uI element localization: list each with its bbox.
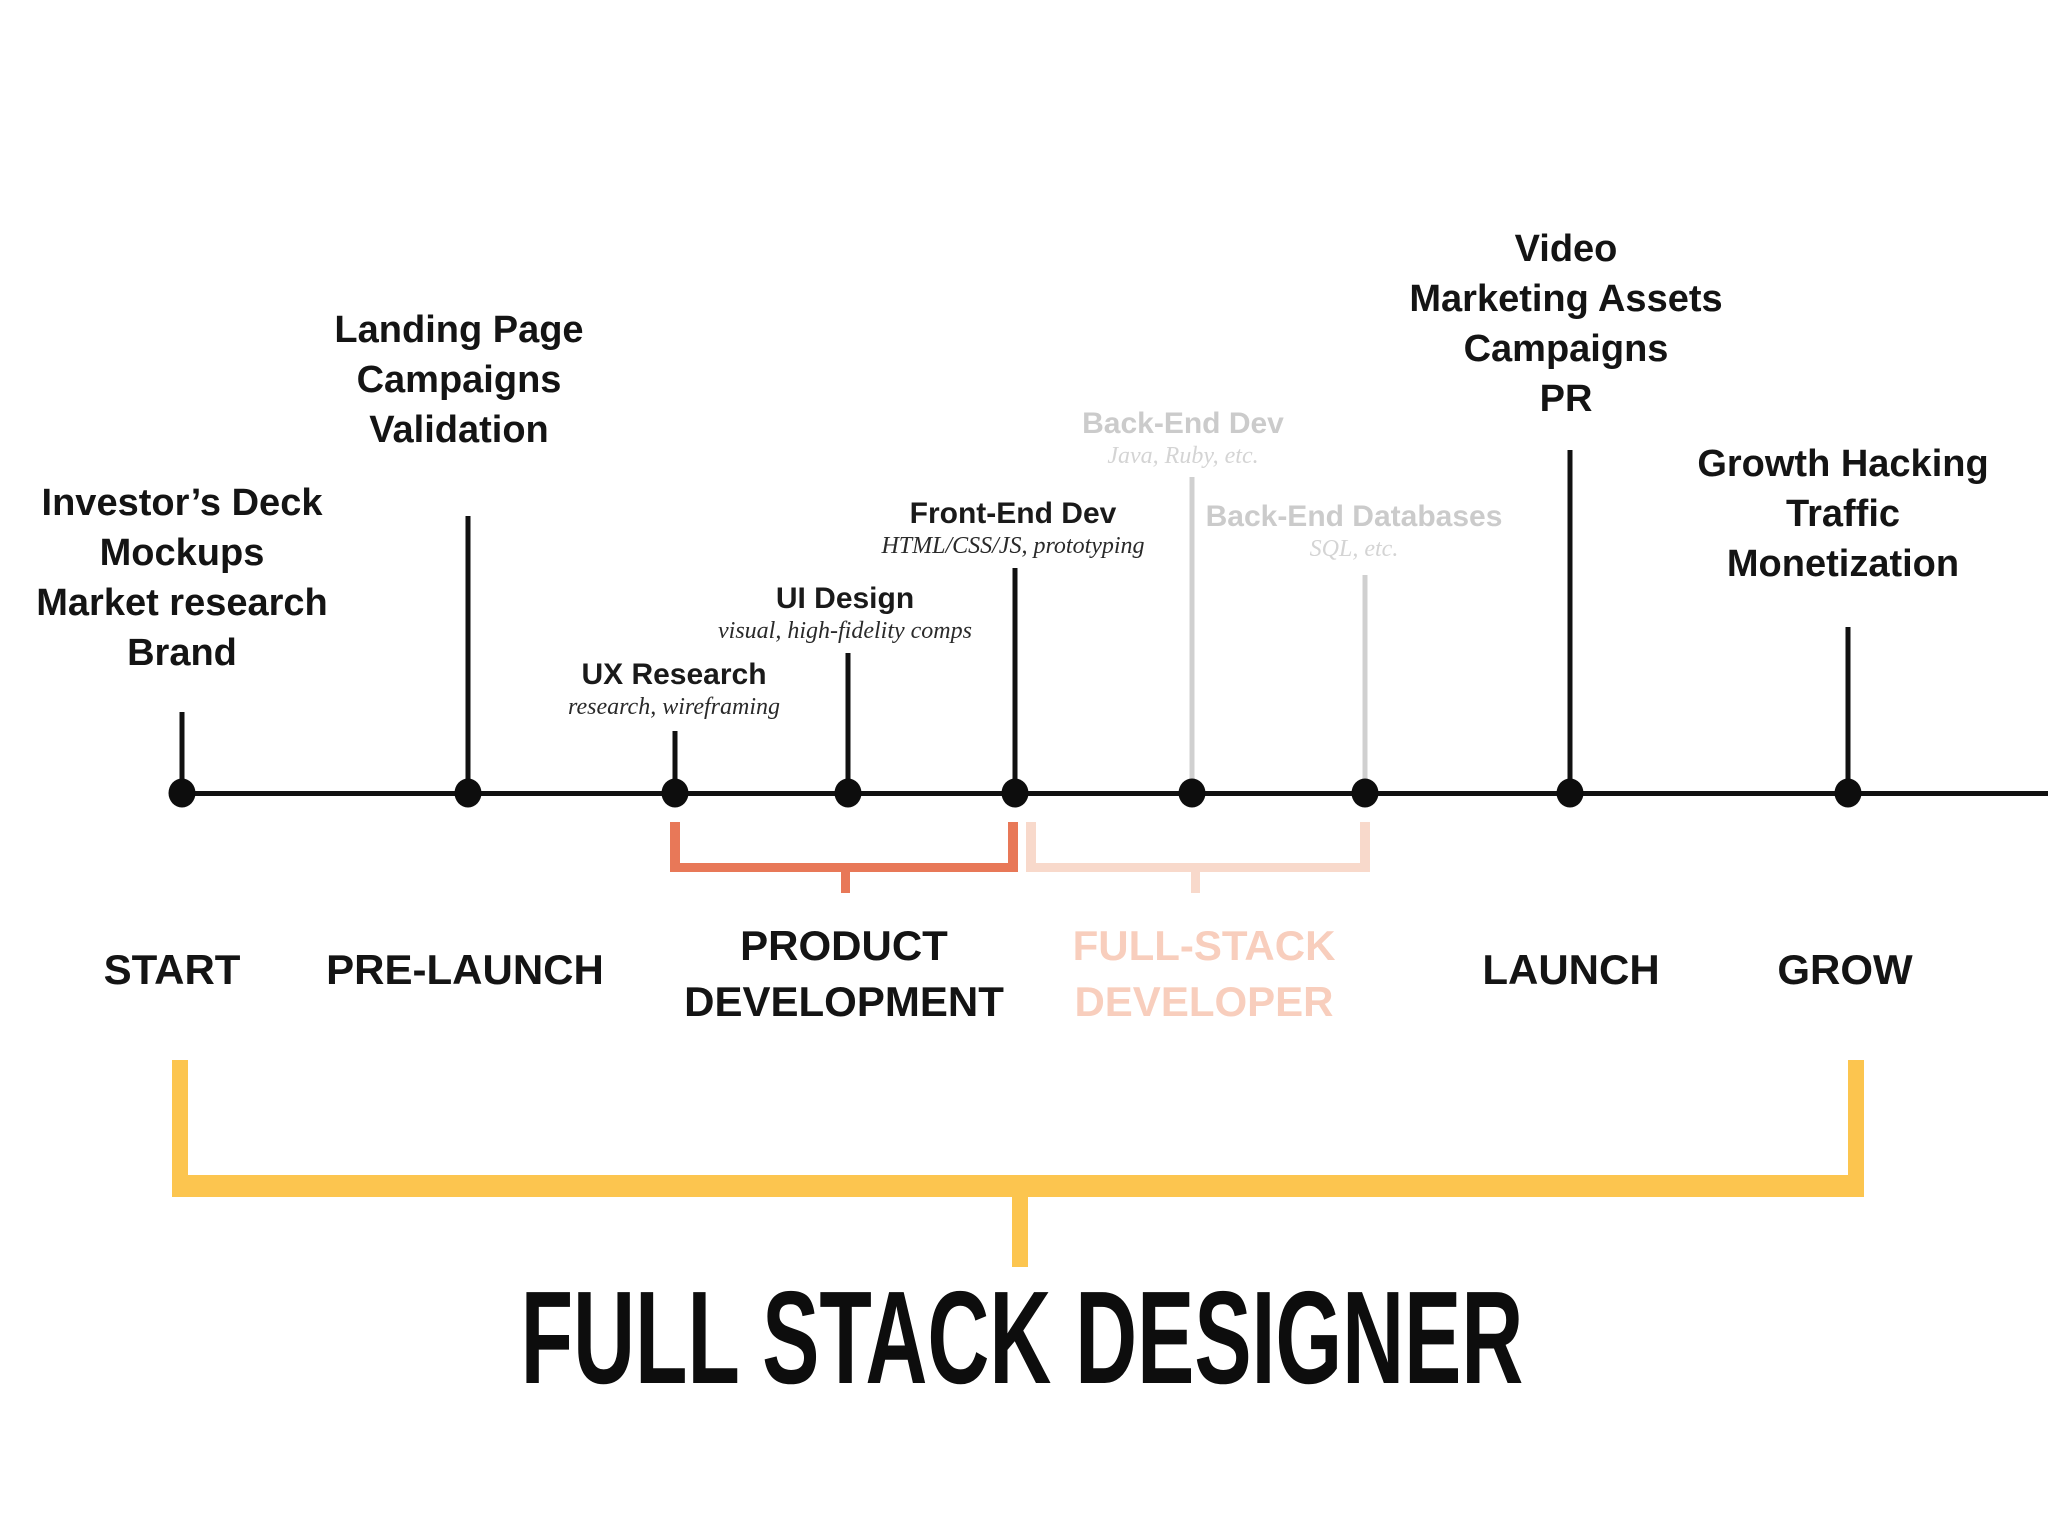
- bracket-bar: [172, 1175, 1864, 1197]
- task-title: UX Research: [581, 658, 767, 691]
- main-title: FULL STACK DESIGNER: [520, 1264, 1524, 1411]
- phase-label-grow: GROW: [1777, 946, 1913, 993]
- note-line: Brand: [127, 632, 237, 674]
- note-line: PR: [1539, 378, 1593, 420]
- milestone-dot-prelaunch: [454, 778, 482, 808]
- notes-grow: Growth Hacking Traffic Monetization: [1697, 439, 1988, 589]
- stem-prelaunch: [465, 516, 471, 793]
- phase-line: PRODUCT: [740, 922, 948, 969]
- timeline-axis: [182, 791, 2048, 796]
- task-detail: Java, Ruby, etc.: [1107, 443, 1259, 469]
- note-line: Campaigns: [1463, 328, 1669, 370]
- stem-back-end-databases: [1362, 575, 1368, 793]
- phase-label-product-development: PRODUCT DEVELOPMENT: [684, 918, 1004, 1030]
- bracket-arm-right: [1848, 1060, 1864, 1197]
- task-back-end-databases: Back-End Databases SQL, etc.: [1206, 500, 1503, 564]
- stem-back-end-dev: [1189, 477, 1195, 793]
- note-line: Investor’s Deck: [41, 482, 323, 524]
- task-detail: SQL, etc.: [1309, 536, 1399, 562]
- bracket-arm-right: [1008, 822, 1018, 872]
- stem-front-end-dev: [1012, 568, 1018, 793]
- bracket-center-stem: [1191, 872, 1200, 893]
- notes-prelaunch: Landing Page Campaigns Validation: [334, 305, 583, 455]
- stem-grow: [1845, 627, 1851, 793]
- note-line: Monetization: [1726, 543, 1960, 585]
- bracket-center-stem: [1012, 1197, 1028, 1267]
- bracket-center-stem: [841, 872, 850, 893]
- task-title: Front-End Dev: [909, 497, 1117, 530]
- task-detail: HTML/CSS/JS, prototyping: [881, 533, 1145, 559]
- note-line: Market research: [36, 582, 328, 624]
- task-title: UI Design: [775, 582, 915, 615]
- note-line: Mockups: [99, 532, 265, 574]
- note-line: Landing Page: [334, 309, 584, 351]
- note-line: Growth Hacking: [1697, 443, 1989, 485]
- task-title: Back-End Dev: [1082, 407, 1284, 440]
- milestone-dot-back-end-databases: [1351, 778, 1379, 808]
- note-line: Traffic: [1785, 493, 1901, 535]
- task-back-end-dev: Back-End Dev Java, Ruby, etc.: [1082, 407, 1284, 471]
- phase-label-start: START: [103, 946, 241, 993]
- bracket-arm-right: [1360, 822, 1370, 872]
- task-front-end-dev: Front-End Dev HTML/CSS/JS, prototyping: [881, 497, 1144, 561]
- note-line: Marketing Assets: [1409, 278, 1723, 320]
- task-detail: visual, high-fidelity comps: [718, 618, 972, 644]
- milestone-dot-ui-design: [834, 778, 862, 808]
- stem-ux-research: [672, 731, 678, 793]
- bracket-bar: [1026, 863, 1370, 872]
- milestone-dot-back-end-dev: [1178, 778, 1206, 808]
- phase-line: FULL-STACK: [1072, 922, 1336, 969]
- task-title: Back-End Databases: [1205, 500, 1503, 533]
- milestone-dot-start: [168, 778, 196, 808]
- task-ui-design: UI Design visual, high-fidelity comps: [718, 582, 972, 646]
- stem-ui-design: [845, 653, 851, 793]
- phase-label-prelaunch: PRE-LAUNCH: [326, 946, 604, 993]
- notes-start: Investor’s Deck Mockups Market research …: [36, 478, 328, 678]
- phase-line: DEVELOPER: [1074, 978, 1334, 1025]
- note-line: Video: [1514, 228, 1618, 270]
- notes-launch: Video Marketing Assets Campaigns PR: [1409, 224, 1722, 424]
- note-line: Campaigns: [356, 359, 562, 401]
- milestone-dot-ux-research: [661, 778, 689, 808]
- note-line: Validation: [369, 409, 549, 451]
- stem-start: [179, 712, 185, 793]
- bracket-arm-left: [670, 822, 680, 872]
- phase-label-fullstack-developer: FULL-STACK DEVELOPER: [1073, 918, 1336, 1030]
- milestone-dot-launch: [1556, 778, 1584, 808]
- bracket-bar: [670, 863, 1018, 872]
- phase-label-launch: LAUNCH: [1482, 946, 1660, 993]
- milestone-dot-grow: [1834, 778, 1862, 808]
- bracket-arm-left: [172, 1060, 188, 1197]
- milestone-dot-front-end-dev: [1001, 778, 1029, 808]
- task-ux-research: UX Research research, wireframing: [568, 658, 780, 722]
- task-detail: research, wireframing: [568, 694, 780, 720]
- phase-line: DEVELOPMENT: [684, 978, 1004, 1025]
- bracket-arm-left: [1026, 822, 1036, 872]
- stem-launch: [1567, 450, 1573, 793]
